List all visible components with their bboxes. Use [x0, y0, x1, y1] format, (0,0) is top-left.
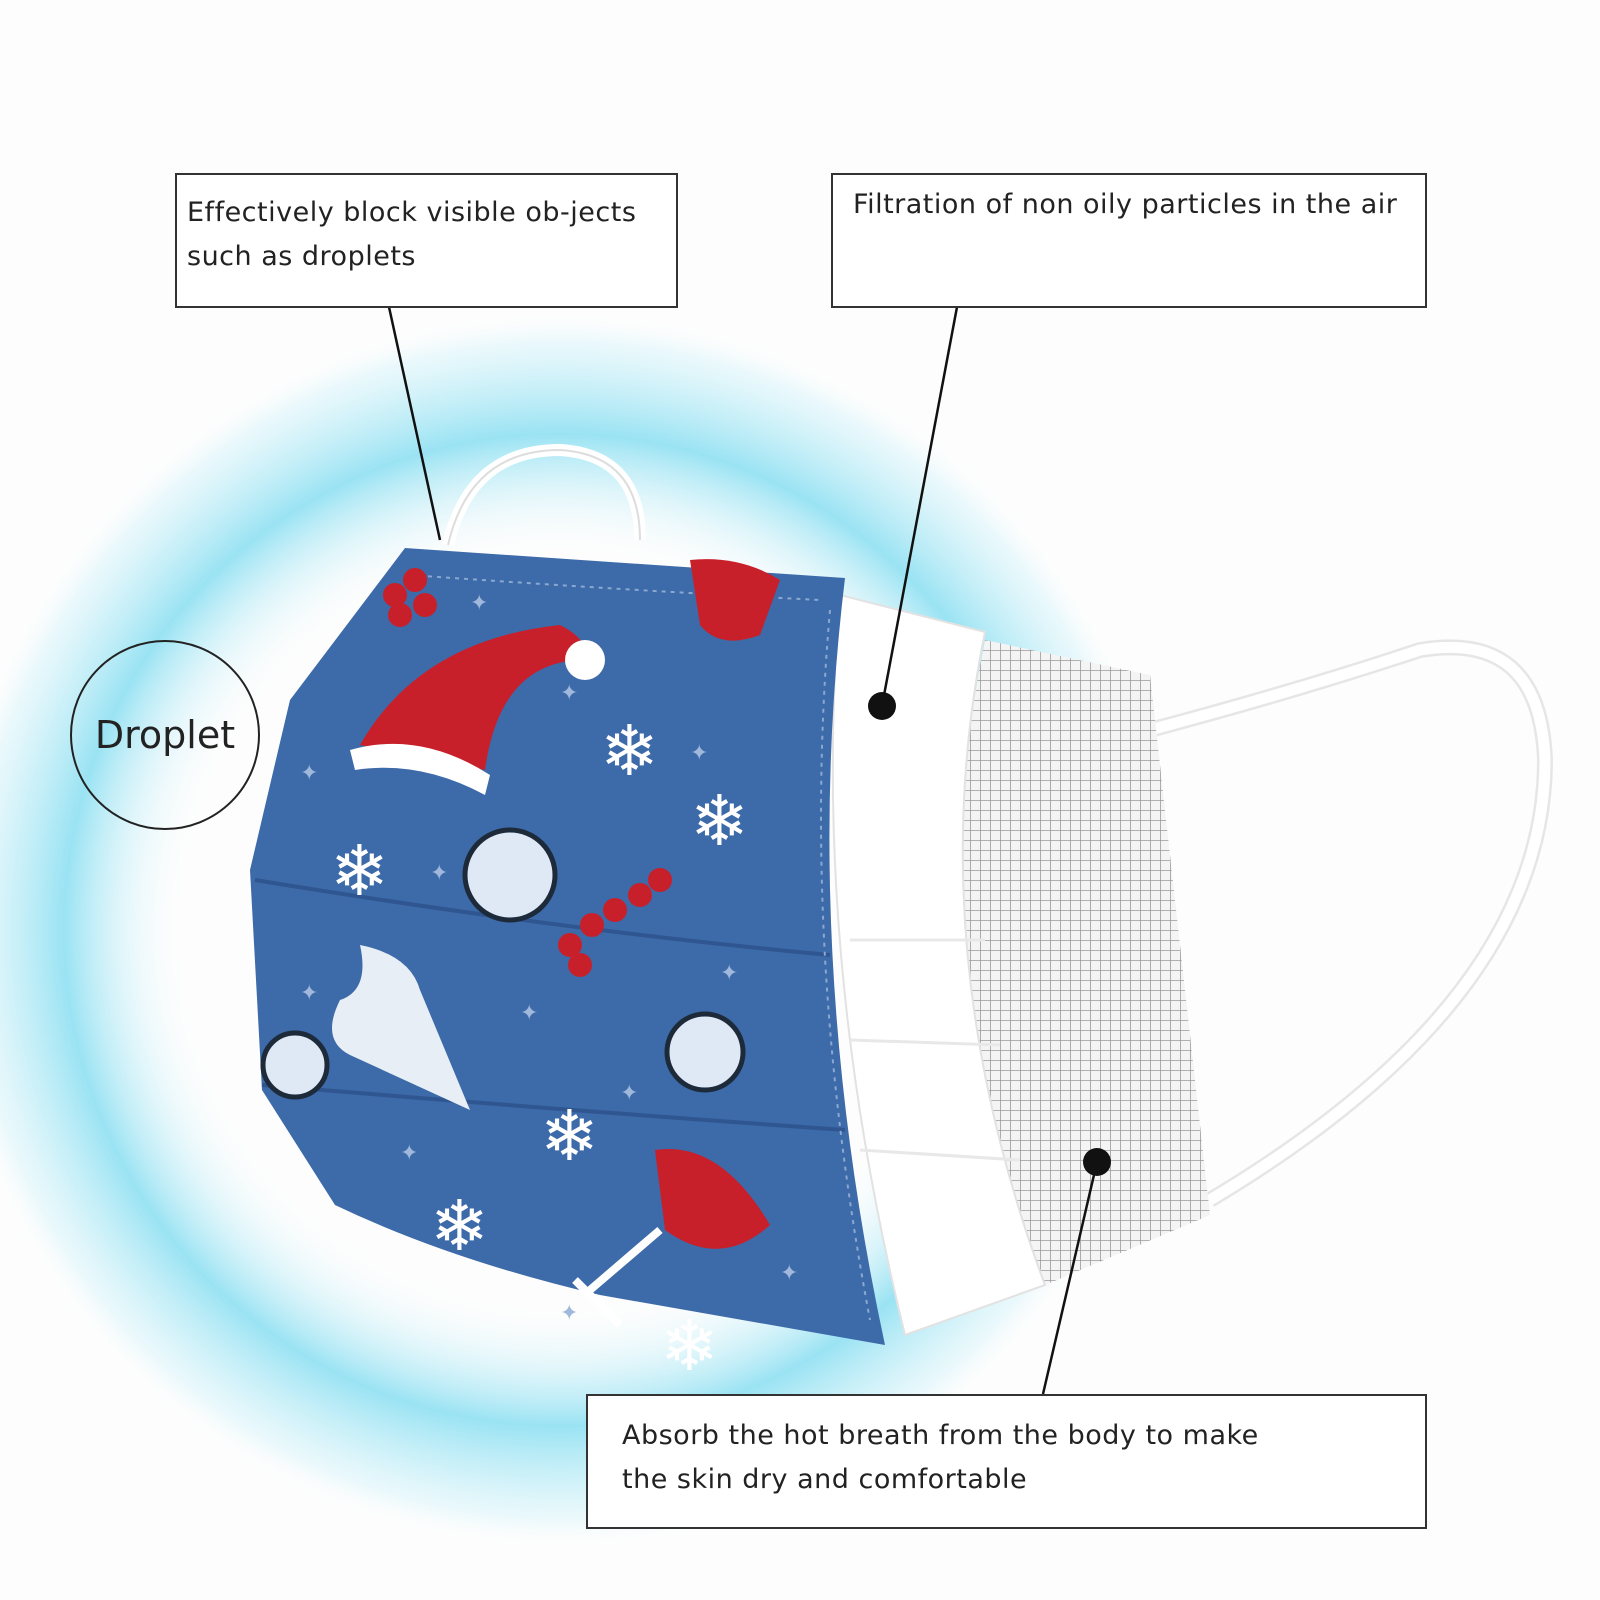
svg-text:✦: ✦	[300, 981, 318, 1006]
leader-lines	[387, 306, 1099, 1395]
sparkle-stars: ✦ ✦ ✦ ✦ ✦ ✦ ✦ ✦ ✦ ✦ ✦ ✦	[300, 591, 798, 1326]
svg-text:✦: ✦	[400, 1141, 418, 1166]
svg-text:✦: ✦	[470, 591, 488, 616]
svg-text:❄: ❄	[540, 1095, 599, 1177]
top-ear-loop-edge	[447, 448, 641, 546]
droplet-label-circle: Droplet	[70, 640, 260, 830]
berries-icon	[383, 568, 672, 977]
svg-text:❄: ❄	[660, 1305, 719, 1387]
svg-text:✦: ✦	[560, 681, 578, 706]
christmas-hat-icon	[350, 625, 605, 795]
callout-inner-layer: Absorb the hot breath from the body to m…	[586, 1394, 1427, 1529]
callout-outer-layer: Effectively block visible ob-jects such …	[175, 173, 678, 308]
svg-text:❄: ❄	[600, 710, 659, 792]
droplet-label: Droplet	[94, 713, 236, 757]
svg-text:✦: ✦	[430, 861, 448, 886]
svg-text:❄: ❄	[330, 830, 389, 912]
inner-layer-marker-dot	[1083, 1148, 1111, 1176]
svg-text:❄: ❄	[690, 780, 749, 862]
svg-text:✦: ✦	[720, 961, 738, 986]
callout-inner-layer-text: Absorb the hot breath from the body to m…	[622, 1420, 1259, 1495]
svg-text:✦: ✦	[300, 761, 318, 786]
svg-text:✦: ✦	[690, 741, 708, 766]
callout-middle-layer: Filtration of non oily particles in the …	[831, 173, 1427, 308]
svg-text:✦: ✦	[560, 1301, 578, 1326]
ice-cream-icon	[332, 945, 470, 1110]
umbrella-icons	[260, 827, 746, 1100]
inner-mesh-layer	[962, 640, 1210, 1285]
svg-text:✦: ✦	[780, 1261, 798, 1286]
callout-middle-layer-text: Filtration of non oily particles in the …	[853, 189, 1398, 220]
wine-glass-icon	[572, 559, 780, 1328]
svg-text:✦: ✦	[520, 1001, 538, 1026]
svg-text:❄: ❄	[430, 1185, 489, 1267]
middle-filter-layer	[831, 593, 1047, 1337]
svg-text:✦: ✦	[620, 1081, 638, 1106]
callout-outer-layer-text: Effectively block visible ob-jects such …	[187, 197, 637, 272]
snowflake-icons: ❄ ❄ ❄ ❄ ❄ ❄	[330, 710, 749, 1387]
middle-layer-marker-dot	[868, 692, 896, 720]
